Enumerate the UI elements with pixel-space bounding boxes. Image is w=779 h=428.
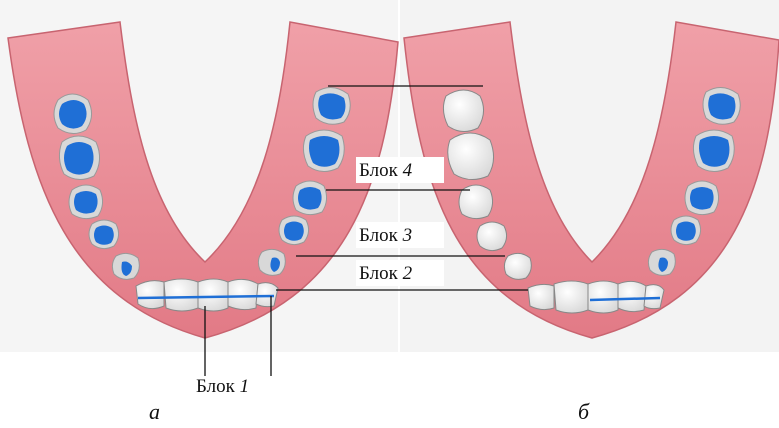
label-block-3-num: 3 (403, 225, 413, 246)
label-block-2-text: Блок (359, 263, 398, 284)
caption-right: б (578, 401, 589, 423)
label-block-3: Блок 3 (359, 226, 412, 245)
label-block-4: Блок 4 (359, 161, 412, 180)
label-block-1-num: 1 (240, 376, 250, 397)
label-block-1-text: Блок (196, 376, 235, 397)
label-block-4-text: Блок (359, 160, 398, 181)
label-block-2: Блок 2 (359, 264, 412, 283)
label-block-1: Блок 1 (196, 377, 249, 396)
label-block-2-num: 2 (403, 263, 413, 284)
caption-left: а (149, 401, 160, 423)
label-block-4-num: 4 (403, 160, 413, 181)
label-block-3-text: Блок (359, 225, 398, 246)
teeth-front-right (528, 281, 664, 313)
